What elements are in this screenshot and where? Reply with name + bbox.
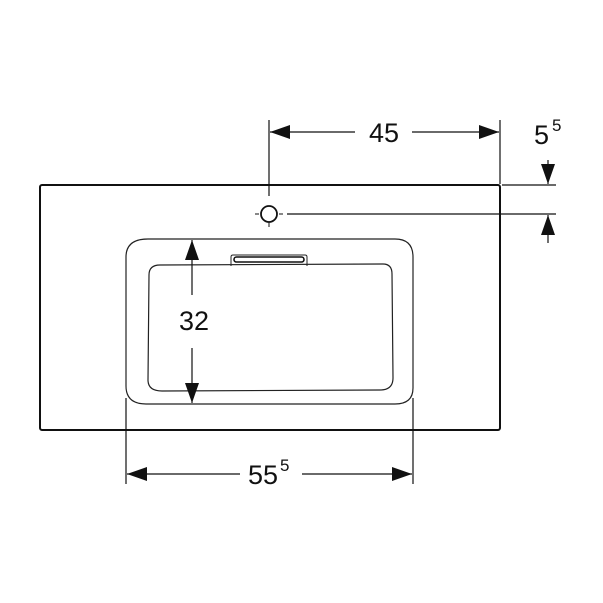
- basin-inner-outline: [147, 263, 394, 392]
- dimension-label-55: 55: [248, 460, 278, 490]
- countertop-outline: [39, 184, 501, 431]
- dimension-label-hole-offset-fraction: 5: [552, 116, 561, 135]
- overflow-slot: [230, 254, 308, 266]
- basin-outer-outline: [125, 238, 414, 405]
- dimension-label-55-fraction: 5: [280, 456, 289, 475]
- dimension-label-32: 32: [179, 306, 209, 336]
- dimension-label-45: 45: [369, 118, 399, 148]
- dimension-label-hole-offset: 5: [534, 120, 549, 150]
- tap-hole: [255, 205, 283, 227]
